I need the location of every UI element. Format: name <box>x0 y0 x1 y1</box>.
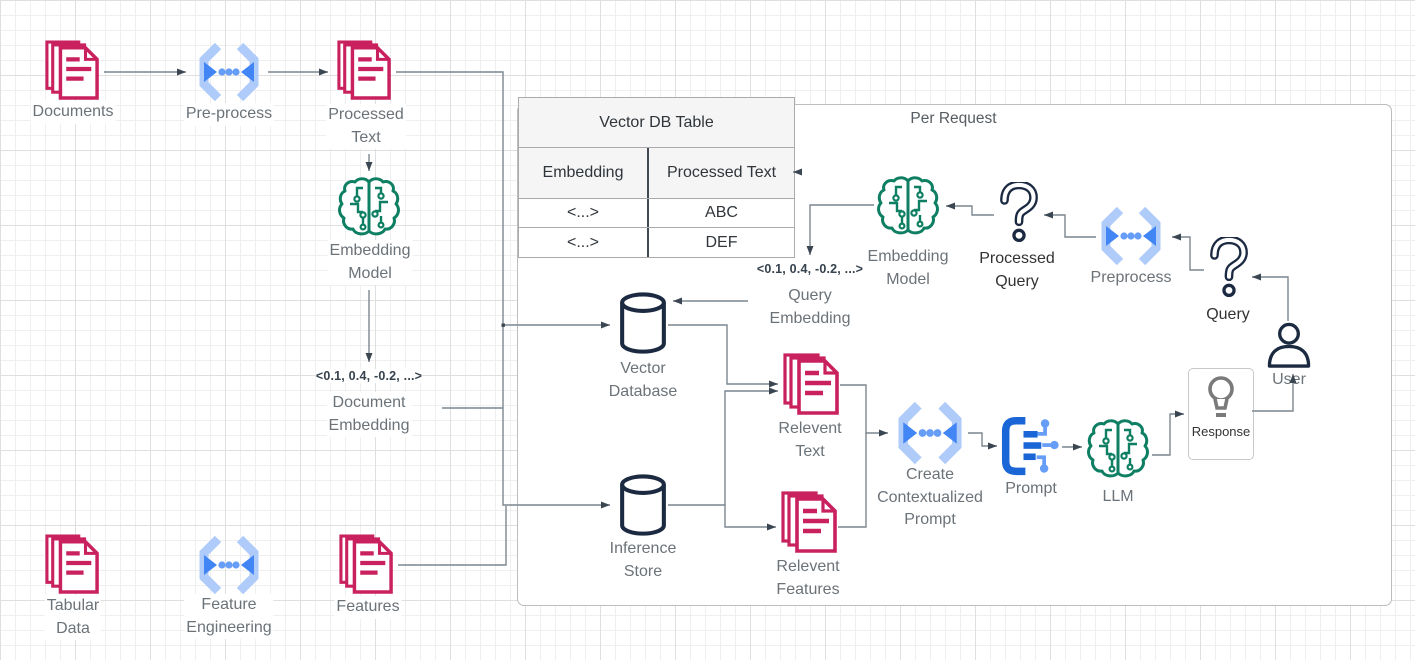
user-icon <box>1263 321 1315 368</box>
documents-icon <box>783 352 839 416</box>
table-header-embedding: Embedding <box>542 164 624 181</box>
prompt-label: Prompt <box>1003 478 1059 501</box>
table-header-processed-text: Processed Text <box>647 148 794 198</box>
braces-icon <box>195 43 263 101</box>
question-mark-icon <box>996 182 1042 246</box>
embedding-model-label: Embedding Model <box>327 240 413 286</box>
table-cell: <...> <box>566 233 600 251</box>
vector-db-table: Vector DB Table Embedding Processed Text… <box>518 97 795 258</box>
documents-icon <box>339 534 393 594</box>
llm-label: LLM <box>1100 486 1136 509</box>
query-label: Query <box>1204 304 1252 327</box>
response-card: Response <box>1188 368 1254 460</box>
brain-icon <box>1086 418 1150 478</box>
table-cell: ABC <box>647 199 794 227</box>
tabular-data-label: Tabular Data <box>44 595 102 641</box>
documents-icon <box>45 534 99 594</box>
table-cell: <...> <box>566 204 600 221</box>
user-label: User <box>1270 369 1308 392</box>
per-request-title: Per Request <box>910 110 997 127</box>
documents-icon <box>337 40 391 100</box>
braces-icon <box>1097 207 1165 265</box>
database-icon <box>617 474 669 538</box>
response-label: Response <box>1191 424 1251 439</box>
table-title: Vector DB Table <box>599 113 714 131</box>
documents-icon <box>781 490 837 554</box>
relevant-text-label: Relevent Text <box>776 418 844 464</box>
feature-engineering-label: Feature Engineering <box>184 594 274 640</box>
question-mark-icon <box>1206 237 1252 301</box>
pre-process-label: Pre-process <box>183 103 275 126</box>
relevant-features-label: Relevent Features <box>774 556 842 602</box>
lightbulb-icon <box>1204 375 1238 421</box>
table-row: <...> ABC <box>519 199 794 228</box>
inference-store-label: Inference Store <box>607 538 679 584</box>
document-embedding-vector: <0.1, 0.4, -0.2, ...> <box>315 369 423 383</box>
processed-query-label: Processed Query <box>977 248 1057 294</box>
table-cell: DEF <box>647 228 794 257</box>
document-embedding-label: Document Embedding <box>326 392 412 438</box>
prompt-icon <box>1001 415 1061 477</box>
create-contextualized-prompt-label: Create Contextualized Prompt <box>875 464 985 533</box>
table-row: <...> DEF <box>519 228 794 257</box>
query-embedding-vector: <0.1, 0.4, -0.2, ...> <box>756 262 864 276</box>
preprocess-label: Preprocess <box>1088 267 1174 290</box>
braces-icon <box>894 402 966 464</box>
vector-database-label: Vector Database <box>606 358 680 404</box>
processed-text-label: Processed Text <box>326 104 406 150</box>
features-label: Features <box>334 596 402 619</box>
query-embedding-label: Query Embedding <box>767 285 853 331</box>
database-icon <box>617 292 669 356</box>
braces-icon <box>195 536 263 594</box>
embedding-model-right-label: Embedding Model <box>865 246 951 292</box>
documents-icon <box>45 40 99 100</box>
brain-icon <box>876 175 940 235</box>
brain-icon <box>337 176 401 236</box>
documents-label: Documents <box>30 101 116 124</box>
